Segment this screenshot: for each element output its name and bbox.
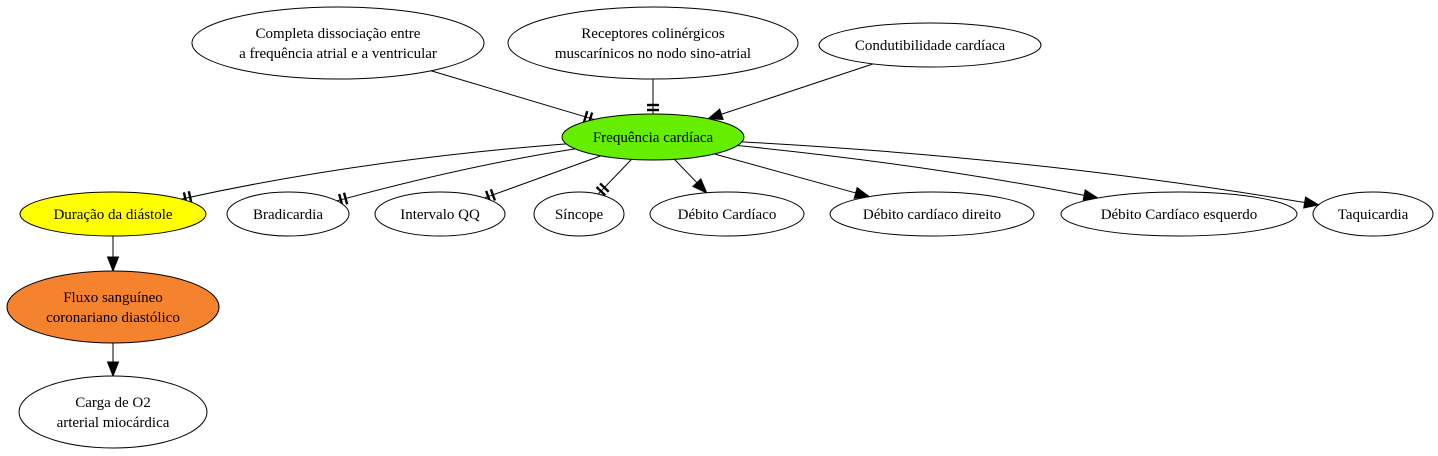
node-label: Fluxo sanguíneo	[63, 290, 163, 306]
arrowhead	[106, 256, 120, 273]
edge-recept-freq	[647, 79, 659, 114]
node-label: Condutibilidade cardíaca	[855, 38, 1006, 54]
node-ellipse	[533, 191, 625, 237]
node-label: Duração da diástole	[53, 207, 172, 223]
edge-line	[674, 159, 698, 184]
node-freq[interactable]: Frequência cardíaca	[561, 113, 745, 161]
node-label: Receptores colinérgicos	[581, 26, 725, 42]
node-label: Taquicardia	[1338, 207, 1409, 223]
node-condut[interactable]: Condutibilidade cardíaca	[818, 22, 1042, 68]
edge-dissoc-freq	[430, 70, 595, 125]
edge-diast-fluxo	[106, 236, 120, 273]
node-label: Síncope	[555, 207, 604, 223]
arrowhead	[1303, 196, 1320, 209]
negative-tick-mark	[187, 191, 193, 204]
node-ellipse	[1312, 191, 1434, 237]
edge-line	[737, 145, 1085, 196]
node-ellipse	[18, 375, 208, 449]
negative-tick-mark	[489, 188, 497, 201]
negative-tick-mark	[342, 192, 349, 205]
edge-condut-freq	[706, 63, 874, 121]
node-ellipse	[649, 191, 805, 237]
arrowhead	[106, 361, 120, 378]
arrowhead	[692, 178, 708, 194]
node-recept[interactable]: Receptores colinérgicos muscarínicos no n…	[507, 6, 799, 80]
negative-tick-mark	[599, 182, 610, 193]
node-bradi[interactable]: Bradicardia	[226, 191, 350, 237]
edge-line	[600, 159, 632, 192]
node-ellipse	[507, 6, 799, 80]
node-label: Frequência cardíaca	[593, 130, 714, 146]
node-ellipse	[1060, 191, 1298, 237]
edge-freq-sinc	[595, 159, 632, 197]
edges-layer	[106, 63, 1320, 378]
node-label: Carga de O2	[75, 395, 151, 411]
node-ellipse	[561, 113, 745, 161]
node-ellipse	[226, 191, 350, 237]
edge-freq-debito	[674, 159, 708, 194]
node-ellipse	[19, 191, 207, 237]
nodes-layer: Completa dissociação entre a frequência a…	[6, 6, 1434, 449]
node-label: Débito cardíaco direito	[863, 207, 1001, 223]
node-label: coronariano diastólico	[46, 310, 180, 326]
node-debdir[interactable]: Débito cardíaco direito	[829, 191, 1035, 237]
edge-freq-debdir	[714, 153, 871, 199]
node-qq[interactable]: Intervalo QQ	[374, 191, 506, 237]
edge-freq-diast	[181, 143, 567, 205]
edge-line	[430, 70, 591, 119]
edge-line	[488, 155, 602, 198]
node-label: muscarínicos no nodo sino-atrial	[555, 46, 751, 62]
node-dissoc[interactable]: Completa dissociação entre a frequência a…	[191, 6, 485, 80]
node-sinc[interactable]: Síncope	[533, 191, 625, 237]
negative-tick-mark	[582, 110, 589, 123]
node-ellipse	[818, 22, 1042, 68]
node-label: Intervalo QQ	[400, 207, 480, 223]
node-label: Bradicardia	[253, 207, 323, 223]
node-ellipse	[191, 6, 485, 80]
node-debito[interactable]: Débito Cardíaco	[649, 191, 805, 237]
node-ellipse	[374, 191, 506, 237]
edge-line-tail	[597, 190, 602, 195]
node-ellipse	[829, 191, 1035, 237]
node-debesq[interactable]: Débito Cardíaco esquerdo	[1060, 191, 1298, 237]
edge-line	[721, 63, 874, 115]
node-diast[interactable]: Duração da diástole	[19, 191, 207, 237]
arrowhead	[706, 108, 724, 121]
edge-freq-taqui	[741, 141, 1320, 209]
node-carga[interactable]: Carga de O2 arterial miocárdica	[18, 375, 208, 449]
edge-line	[714, 153, 856, 194]
node-ellipse	[6, 270, 220, 344]
edge-fluxo-carga	[106, 343, 120, 378]
edge-line	[741, 141, 1305, 204]
edge-line	[185, 143, 567, 199]
node-fluxo[interactable]: Fluxo sanguíneo coronariano diastólico	[6, 270, 220, 344]
node-taqui[interactable]: Taquicardia	[1312, 191, 1434, 237]
edge-line	[340, 148, 576, 201]
node-label: Débito Cardíaco esquerdo	[1101, 207, 1258, 223]
node-label: Débito Cardíaco	[678, 207, 777, 223]
edge-freq-debesq	[737, 145, 1100, 202]
arrowhead	[853, 186, 871, 199]
node-label: arterial miocárdica	[57, 415, 170, 431]
node-label: Completa dissociação entre	[256, 26, 421, 42]
node-label: a frequência atrial e a ventricular	[239, 46, 437, 62]
